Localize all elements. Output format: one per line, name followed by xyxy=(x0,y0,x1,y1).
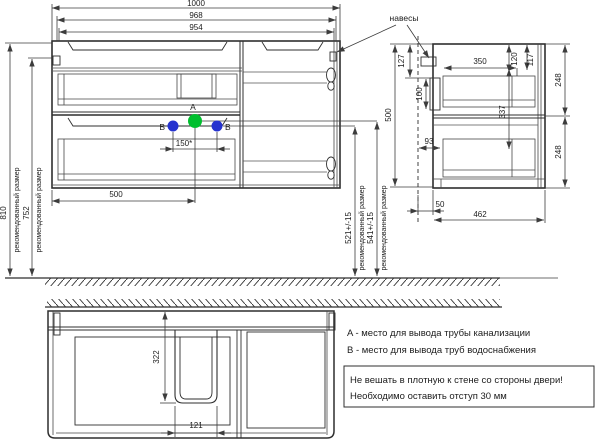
hangers-leaders xyxy=(336,24,430,59)
outlet-markers xyxy=(167,114,377,203)
dim-248-top: 248 xyxy=(554,73,563,87)
hanging-rail xyxy=(429,77,441,111)
drawer1-interior xyxy=(53,67,242,106)
bottom-dimensions xyxy=(160,311,231,437)
drawer2-interior xyxy=(53,138,339,186)
bottom-bracket-right xyxy=(328,312,336,331)
recommended-size-label-521: рекомендованный размер xyxy=(358,185,366,270)
front-view xyxy=(51,40,341,189)
dim-width-1000: 1000 xyxy=(187,0,205,8)
dim-337: 337 xyxy=(498,105,507,119)
dim-50: 50 xyxy=(436,200,445,209)
door-handle-groove xyxy=(261,41,324,51)
dim-outlet-150: 150* xyxy=(176,139,192,148)
dim-500-front: 500 xyxy=(109,190,123,199)
bottom-compartment-right xyxy=(246,331,326,429)
recommended-size-label-752: рекомендованный размер xyxy=(35,167,43,252)
bottom-view xyxy=(45,299,502,439)
marker-a-drain xyxy=(188,114,202,128)
sink-cutout-inner xyxy=(179,337,213,400)
warning-box xyxy=(343,365,595,408)
middle-dimensions xyxy=(352,43,433,277)
dim-521: 521+/-15 xyxy=(344,212,353,244)
hinge-bottom-arm-icon xyxy=(327,170,335,180)
notes-block: A - место для вывода трубы канализации B… xyxy=(343,328,595,408)
dim-127: 127 xyxy=(397,54,406,68)
marker-b-right-water xyxy=(211,120,223,132)
drawer2-handle-groove xyxy=(67,117,228,127)
hanger-bracket-right xyxy=(329,51,337,62)
dim-150-group xyxy=(160,132,230,152)
recommended-size-label-541: рекомендованный размер xyxy=(380,185,388,270)
dim-541: 541+/-15 xyxy=(366,212,375,244)
note-a-drain: A - место для вывода трубы канализации xyxy=(347,328,530,339)
floor-line xyxy=(5,277,558,286)
dim-350: 350 xyxy=(473,57,487,66)
hanger-bracket-left xyxy=(52,55,61,66)
front-top-dimensions xyxy=(51,4,341,41)
dim-120: 120 xyxy=(510,52,519,66)
dim-width-954: 954 xyxy=(189,23,203,32)
dim-121: 121 xyxy=(189,421,203,430)
wall-hatch xyxy=(47,299,500,307)
marker-b-left-water xyxy=(167,120,179,132)
front-left-dimensions xyxy=(5,42,53,277)
dim-100: 100 xyxy=(415,87,424,101)
bottom-compartment-left xyxy=(74,336,231,426)
dim-500-front-group xyxy=(51,190,196,206)
recommended-size-label-810: рекомендованный размер xyxy=(13,167,21,252)
dim-462: 462 xyxy=(473,210,487,219)
side-dimensions xyxy=(405,43,570,223)
drawer1-handle-groove xyxy=(67,41,228,51)
dim-248-bottom: 248 xyxy=(554,145,563,159)
dim-93: 93 xyxy=(425,137,434,146)
dim-height-752: 752 xyxy=(22,206,31,220)
dim-height-810: 810 xyxy=(0,206,8,220)
label-a: A xyxy=(190,102,196,112)
warning-line-2: Необходимо оставить отступ 30 мм xyxy=(350,391,507,402)
dim-322: 322 xyxy=(152,350,161,364)
sink-cutout-outer xyxy=(174,330,218,404)
dim-117: 117 xyxy=(526,53,535,66)
side-drawer-boxes xyxy=(433,75,545,188)
dim-500-side: 500 xyxy=(384,108,393,122)
hinge-top-arm-icon xyxy=(327,81,335,91)
label-b-right: B xyxy=(225,122,231,132)
bottom-bracket-left xyxy=(53,312,61,336)
hangers-label: навесы xyxy=(390,13,419,23)
warning-line-1: Не вешать в плотную к стене со стороны д… xyxy=(350,375,563,386)
note-b-water: B - место для вывода труб водоснабжения xyxy=(347,345,536,356)
label-b-left: B xyxy=(159,122,165,132)
dim-width-968: 968 xyxy=(189,11,203,20)
door-panel xyxy=(243,41,338,188)
